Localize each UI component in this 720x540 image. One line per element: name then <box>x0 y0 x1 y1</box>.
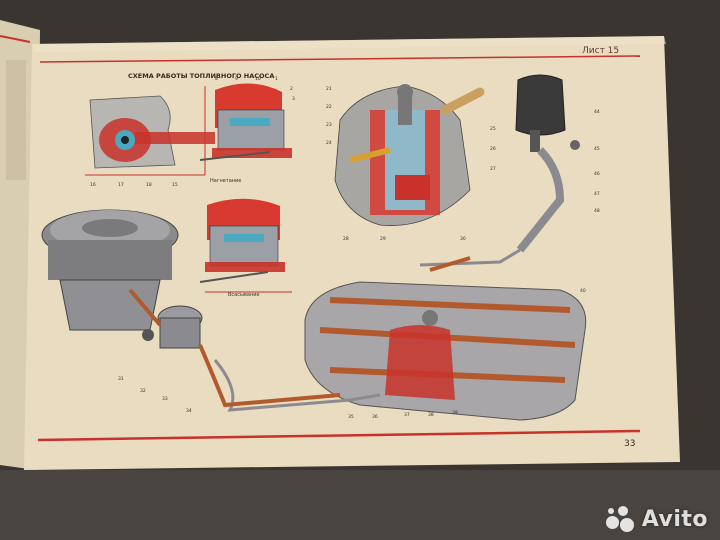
fuel-line-return <box>213 359 381 412</box>
sheet-header: Лист 15 <box>582 46 619 56</box>
mechanical-fuel-pump <box>142 305 203 349</box>
section-title: СХЕМА РАБОТЫ ТОПЛИВНОГО НАСОСА <box>128 72 274 80</box>
fuel-pump-section-2: Всасывание <box>199 198 292 298</box>
callout: 38 <box>428 412 434 418</box>
pump-state-bottom: Всасывание <box>228 292 260 298</box>
callout: 18 <box>146 182 152 188</box>
fuel-pump-schematic: Нагнетание <box>85 83 292 184</box>
callout: 35 <box>348 414 354 420</box>
callout: 21 <box>326 86 332 92</box>
callout: 44 <box>594 109 600 115</box>
table-surface <box>0 470 720 540</box>
fuel-canister <box>515 74 580 253</box>
carburetor-cutaway <box>334 84 485 226</box>
callout: 46 <box>594 171 600 177</box>
callout: 1 <box>275 76 278 82</box>
callout: 36 <box>372 414 378 420</box>
callout: 24 <box>326 140 332 146</box>
avito-watermark: Avito <box>605 506 708 532</box>
callout: 37 <box>404 412 410 418</box>
callout: 47 <box>594 191 600 197</box>
callout: 32 <box>140 388 146 394</box>
callout: 45 <box>594 146 600 152</box>
fuel-line-top-2 <box>429 256 471 272</box>
callout: 33 <box>162 396 168 402</box>
left-page-red-line <box>0 35 31 43</box>
fuel-tank <box>304 281 587 421</box>
callout: 39 <box>452 410 458 416</box>
callout: 29 <box>380 236 386 242</box>
avito-brand: Avito <box>641 506 708 532</box>
header-rule <box>39 55 641 63</box>
footer-rule <box>37 429 641 442</box>
left-page-text <box>6 60 26 180</box>
callout: 28 <box>343 236 349 242</box>
callout: 9 <box>235 76 238 82</box>
callout: 26 <box>490 146 496 152</box>
page-highlight <box>32 36 666 52</box>
callout: 2 <box>290 86 293 92</box>
callout: 16 <box>90 182 96 188</box>
pump-state-top: Нагнетание <box>210 178 241 184</box>
callout: 17 <box>118 182 124 188</box>
callout: 8 <box>215 76 218 82</box>
callout: 40 <box>580 288 586 294</box>
callout: 3 <box>292 96 295 102</box>
callout: 22 <box>326 104 332 110</box>
callout: 34 <box>186 408 192 414</box>
fuel-line-carb <box>128 288 162 327</box>
callout: 30 <box>460 236 466 242</box>
callout: 48 <box>594 208 600 214</box>
callout: 27 <box>490 166 496 172</box>
callout: 10 <box>255 76 261 82</box>
callout: 23 <box>326 122 332 128</box>
callout: 25 <box>490 126 496 132</box>
callout: 15 <box>172 182 178 188</box>
callout-labels: 16 17 18 15 8 9 10 1 2 3 21 22 23 24 25 … <box>90 76 600 420</box>
page-number: 33 <box>624 439 635 449</box>
fuel-line-supply <box>198 344 341 408</box>
callout: 31 <box>118 376 124 382</box>
avito-logo-icon <box>605 506 636 532</box>
